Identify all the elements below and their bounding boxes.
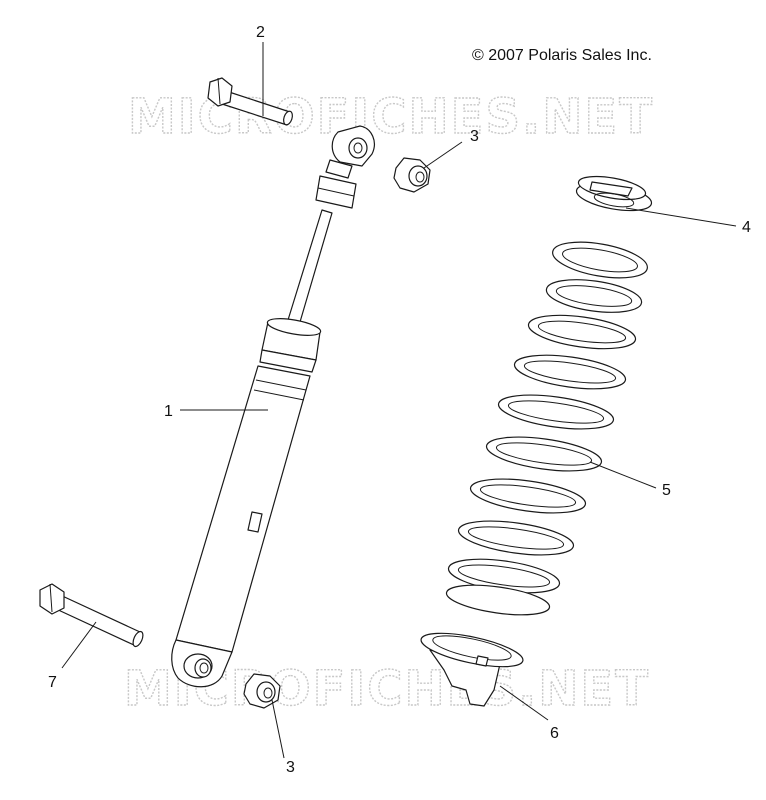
callout-3-top: 3 [470,128,479,145]
leader-3-bottom [271,699,285,759]
spring-retainer-top [575,175,653,212]
leader-7 [61,621,97,669]
leader-5 [589,461,657,489]
shock-absorber [171,125,375,688]
coil-spring [445,241,648,616]
callout-5: 5 [662,482,671,499]
callout-1: 1 [164,403,173,420]
callout-6: 6 [550,725,559,742]
lower-bolt [39,583,144,648]
callout-7: 7 [48,674,57,691]
upper-nut [393,157,431,193]
copyright-text: © 2007 Polaris Sales Inc. [472,47,652,64]
leader-6 [499,685,549,721]
leader-4 [625,207,737,227]
spring-seat-bottom [420,632,524,707]
leader-3-top [423,141,463,169]
callout-4: 4 [742,219,751,236]
callout-3-bottom: 3 [286,759,295,776]
watermark-top: MICROFICHES.NET [128,89,654,145]
lower-nut [243,673,281,709]
callout-2: 2 [256,24,265,41]
upper-bolt [207,77,293,126]
